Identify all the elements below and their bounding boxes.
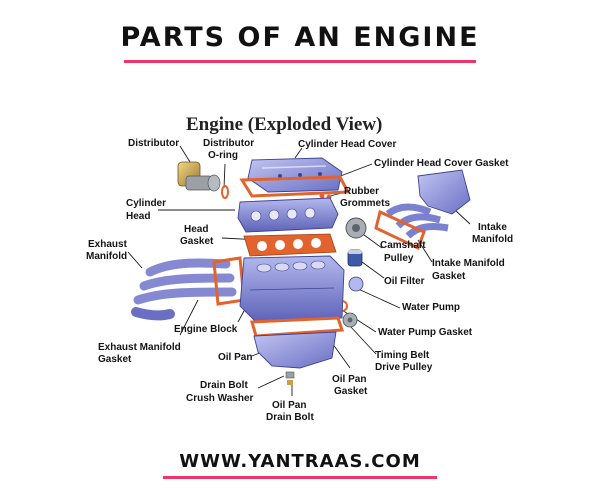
label-engine-block: Engine Block xyxy=(174,324,238,335)
page-title: PARTS OF AN ENGINE xyxy=(120,22,480,53)
label-head-gasket-2: Gasket xyxy=(180,236,214,247)
label-camshaft-pulley-1: Camshaft xyxy=(380,240,426,251)
label-intake-manifold-gasket-2: Gasket xyxy=(432,271,466,282)
label-oil-pan-drain-bolt-1: Oil Pan xyxy=(272,400,307,411)
engine-block-part xyxy=(239,255,345,323)
label-exhaust-manifold-1: Exhaust xyxy=(88,239,127,250)
label-water-pump: Water Pump xyxy=(402,302,460,313)
cylinder-head-cover-part xyxy=(247,157,343,193)
label-drain-bolt-1: Drain Bolt xyxy=(200,380,248,391)
label-cylinder-head-1: Cylinder xyxy=(126,198,167,209)
oil-filter-part xyxy=(347,249,363,267)
label-head-gasket-1: Head xyxy=(184,224,209,235)
label-oil-pan-gasket-2: Gasket xyxy=(334,386,368,397)
label-camshaft-pulley-2: Pulley xyxy=(384,253,414,264)
label-oil-pan: Oil Pan xyxy=(218,352,253,363)
label-exhaust-manifold-2: Manifold xyxy=(86,251,128,262)
label-exhaust-manifold-gasket-1: Exhaust Manifold xyxy=(98,342,181,353)
diagram-title: Engine (Exploded View) xyxy=(186,114,383,135)
water-pump-part xyxy=(348,276,364,292)
oil-pan-part xyxy=(253,331,337,369)
label-distributor: Distributor xyxy=(128,138,180,149)
url-underline xyxy=(163,476,437,479)
head-gasket-part xyxy=(243,233,337,257)
label-cylinder-head-2: Head xyxy=(126,211,151,222)
label-timing-belt-2: Drive Pulley xyxy=(375,362,433,373)
label-timing-belt-1: Timing Belt xyxy=(375,350,430,361)
label-cylinder-head-cover-gasket: Cylinder Head Cover Gasket xyxy=(374,158,509,169)
website-url: WWW.YANTRAAS.COM xyxy=(179,451,421,472)
label-intake-manifold-gasket-1: Intake Manifold xyxy=(432,258,505,269)
label-distributor-oring-1: Distributor xyxy=(203,138,255,149)
label-intake-manifold-1: Intake xyxy=(478,222,507,233)
distributor-oring-part xyxy=(221,185,229,199)
intake-manifold-gasket-part xyxy=(374,209,426,251)
distributor-part xyxy=(177,161,221,192)
cylinder-head-cover-gasket-part xyxy=(239,175,351,198)
label-rubber-grommets-1: Rubber xyxy=(344,186,379,197)
label-oil-pan-drain-bolt-2: Drain Bolt xyxy=(266,412,314,423)
oil-pan-gasket-part xyxy=(250,316,345,338)
cylinder-head-part xyxy=(237,197,339,233)
label-rubber-grommets-2: Grommets xyxy=(340,198,391,209)
camshaft-pulley-part xyxy=(345,217,367,239)
drain-bolt-part xyxy=(285,371,295,385)
label-cylinder-head-cover: Cylinder Head Cover xyxy=(298,139,397,150)
title-underline xyxy=(124,60,476,63)
label-oil-filter: Oil Filter xyxy=(384,276,425,287)
timing-belt-drive-pulley-part xyxy=(342,312,358,328)
intake-manifold-part xyxy=(385,169,471,239)
label-distributor-oring-2: O-ring xyxy=(208,150,238,161)
label-exhaust-manifold-gasket-2: Gasket xyxy=(98,354,132,365)
exhaust-manifold-part xyxy=(131,258,237,321)
label-drain-bolt-2: Crush Washer xyxy=(186,393,254,404)
label-water-pump-gasket: Water Pump Gasket xyxy=(378,327,473,338)
label-intake-manifold-2: Manifold xyxy=(472,234,514,245)
label-oil-pan-gasket-1: Oil Pan xyxy=(332,374,367,385)
